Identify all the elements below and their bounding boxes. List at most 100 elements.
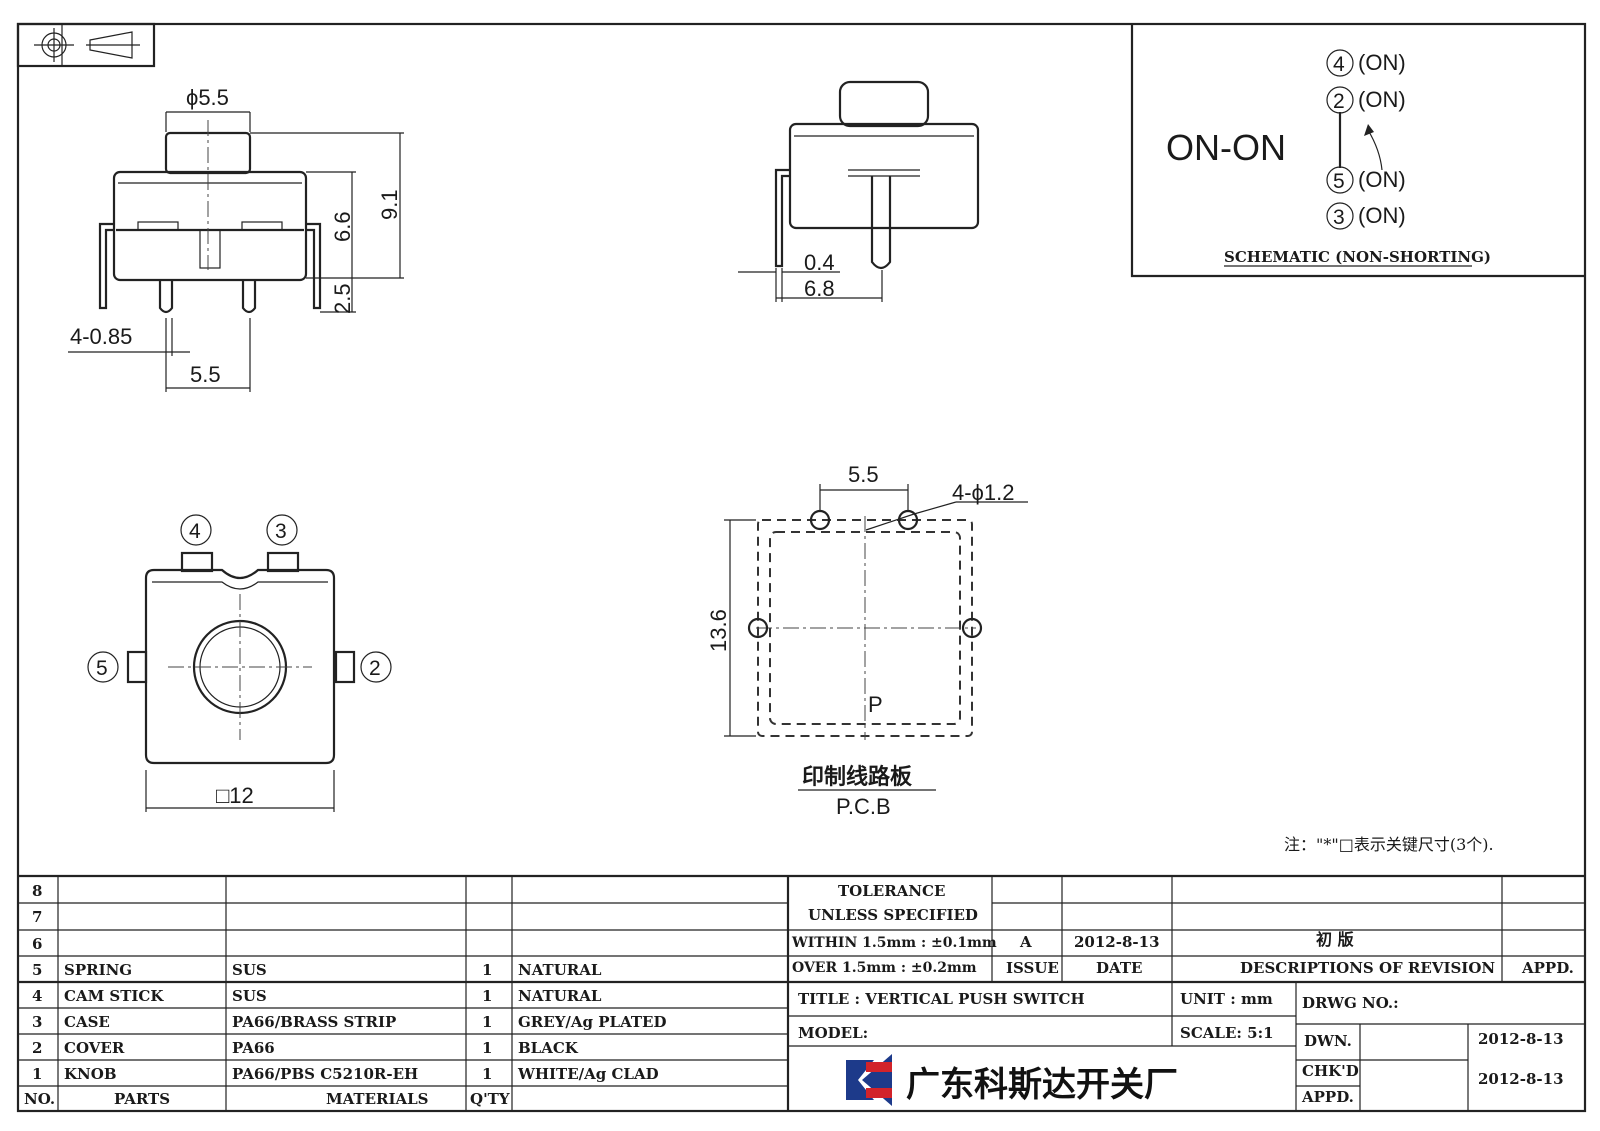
schematic-mode: ON-ON: [1166, 127, 1286, 168]
bom-table: 8 7 6 5 SPRING SUS 1 NATURAL 4 CAM STICK…: [24, 882, 667, 1108]
checked-label: CHK'D: [1302, 1062, 1359, 1080]
bom-row: 6: [32, 935, 42, 953]
dim-knob-diameter: ϕ5.5: [186, 85, 229, 110]
bom-header-materials: MATERIALS: [326, 1090, 429, 1108]
bom-qty: 1: [482, 987, 492, 1005]
bom-part: COVER: [64, 1039, 125, 1057]
drawing-frame: [16, 22, 1587, 1113]
bom-finish: NATURAL: [518, 987, 602, 1005]
schematic-pin3-state: (ON): [1358, 203, 1406, 228]
bom-material: PA66/BRASS STRIP: [232, 1013, 396, 1031]
top-pin4-number: 4: [189, 520, 201, 543]
bom-header-no: NO.: [24, 1090, 55, 1108]
dim-total-height: 9.1: [377, 189, 402, 220]
drawing-note: 注："*"□表示关键尺寸(3个).: [1284, 835, 1494, 854]
tolerance-unless: UNLESS SPECIFIED: [808, 906, 978, 924]
bom-part: SPRING: [64, 961, 132, 979]
bom-no: 2: [32, 1039, 42, 1057]
bom-no: 3: [32, 1013, 42, 1031]
company-name: 广东科斯达开关厂: [906, 1065, 1178, 1105]
bom-material: PA66/PBS C5210R-EH: [232, 1065, 418, 1083]
top-pin3-number: 3: [275, 520, 287, 543]
dim-body-height: 6.6: [330, 211, 355, 242]
bom-no: 8: [32, 882, 42, 900]
top-view: [87, 514, 392, 812]
dim-terminal-offset: 6.8: [804, 276, 835, 301]
drawing-number-label: DRWG NO.:: [1302, 994, 1399, 1012]
bom-qty: 1: [482, 1065, 492, 1083]
schematic-pin4-state: (ON): [1358, 50, 1406, 75]
top-pin5-icon: [87, 651, 119, 683]
top-housing: [144, 568, 336, 765]
dim-pin-pitch: 5.5: [190, 362, 221, 387]
revision-header-issue: ISSUE: [1006, 959, 1059, 977]
drawing-scale: SCALE: 5:1: [1180, 1024, 1274, 1042]
approved-label: APPD.: [1301, 1088, 1354, 1106]
tolerance-title: TOLERANCE: [838, 882, 945, 900]
pcb-layout: [724, 484, 1028, 791]
pcb-label-cn: 印制线路板: [802, 764, 913, 790]
drawn-date: 2012-8-13: [1478, 1030, 1564, 1048]
schematic-caption: SCHEMATIC (NON-SHORTING): [1224, 248, 1491, 266]
drawing-model: MODEL:: [798, 1024, 868, 1042]
schematic-pin2-number: 2: [1333, 90, 1345, 113]
bom-header-qty: Q'TY: [470, 1090, 510, 1108]
revision-header-appd: APPD.: [1521, 959, 1574, 977]
bom-no: 1: [32, 1065, 42, 1083]
dim-terminal-thickness: 0.4: [804, 250, 835, 275]
bom-part: CAM STICK: [64, 987, 164, 1005]
bom-qty: 1: [482, 1013, 492, 1031]
drawing-unit: UNIT : mm: [1180, 990, 1273, 1008]
revision-header-description: DESCRIPTIONS OF REVISION: [1240, 959, 1495, 977]
checked-date: 2012-8-13: [1478, 1070, 1564, 1088]
bom-row: 2 COVER PA66 1 BLACK: [32, 1039, 579, 1057]
bom-finish: NATURAL: [518, 961, 602, 979]
bom-part: KNOB: [64, 1065, 117, 1083]
schematic-pin4-number: 4: [1333, 53, 1345, 76]
schematic-pin5-number: 5: [1333, 170, 1345, 193]
side-view: [738, 80, 980, 302]
bom-row: 5 SPRING SUS 1 NATURAL: [32, 961, 602, 979]
title-block-grid: [18, 874, 1585, 1111]
bom-qty: 1: [482, 961, 492, 979]
bom-header-row: NO. PARTS MATERIALS Q'TY: [24, 1090, 510, 1108]
dim-pin-width: 4-0.85: [70, 324, 132, 349]
top-pin5-number: 5: [96, 657, 108, 680]
drawn-label: DWN.: [1304, 1032, 1352, 1050]
bom-header-parts: PARTS: [114, 1090, 170, 1108]
dim-pcb-pitch: 5.5: [848, 462, 879, 487]
schematic-pin4-icon: [1326, 49, 1354, 77]
bom-no: 7: [32, 908, 42, 926]
bom-material: SUS: [232, 987, 267, 1005]
bom-part: CASE: [64, 1013, 110, 1031]
bom-qty: 1: [482, 1039, 492, 1057]
bom-no: 6: [32, 935, 42, 953]
bom-row: 3 CASE PA66/BRASS STRIP 1 GREY/Ag PLATED: [32, 1013, 667, 1031]
top-pin4-icon: [180, 514, 212, 546]
side-knob: [838, 80, 930, 128]
pcb-marker-p: P: [868, 692, 883, 717]
bom-finish: BLACK: [518, 1039, 579, 1057]
front-housing: [112, 170, 308, 282]
schematic-pin3-number: 3: [1333, 206, 1345, 229]
bom-finish: GREY/Ag PLATED: [518, 1013, 667, 1031]
bom-row: 4 CAM STICK SUS 1 NATURAL: [32, 987, 602, 1005]
tolerance-within: WITHIN 1.5mm : ±0.1mm: [791, 935, 997, 951]
revision-header-date: DATE: [1096, 959, 1142, 977]
revision-date: 2012-8-13: [1074, 933, 1160, 951]
schematic-pin5-state: (ON): [1358, 167, 1406, 192]
bom-no: 5: [32, 961, 42, 979]
bom-finish: WHITE/Ag CLAD: [517, 1065, 659, 1083]
dim-pin-length: 2.5: [330, 283, 355, 314]
top-pin2-number: 2: [369, 657, 381, 680]
bom-row: 7: [32, 908, 42, 926]
tolerance-over: OVER 1.5mm : ±0.2mm: [792, 960, 977, 976]
top-pin2-icon: [360, 651, 392, 683]
bom-no: 4: [32, 987, 42, 1005]
pcb-label-en: P.C.B: [836, 794, 891, 819]
bom-row: 1 KNOB PA66/PBS C5210R-EH 1 WHITE/Ag CLA…: [32, 1065, 659, 1083]
bom-material: SUS: [232, 961, 267, 979]
top-pin3-icon: [266, 514, 298, 546]
schematic-pin2-icon: [1326, 86, 1354, 114]
